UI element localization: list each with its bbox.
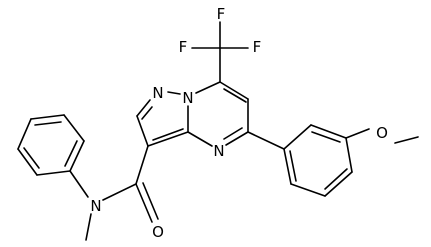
bond-ph-5 [63, 114, 85, 142]
bond-ar-5 [310, 124, 347, 139]
bond-carbonyl-o [135, 183, 153, 223]
bond-c7-c6-double [223, 88, 247, 103]
atom-label-n-amide: N [90, 197, 101, 215]
bond-ar-4 [345, 137, 353, 173]
atom-label-n-bridgehead: N [182, 89, 193, 107]
bond-n-methyl [85, 213, 92, 241]
atom-label-o-carbonyl: O [152, 223, 164, 241]
bond-ph-2 [17, 148, 38, 176]
bond-ph-2-double [23, 147, 40, 169]
bond-o-methyl [394, 136, 419, 144]
atom-label-f1: F [179, 38, 188, 56]
bond-ar-3 [324, 171, 353, 197]
bond-c3-carbonyl [135, 145, 149, 185]
bond-carbonyl-o-double [142, 182, 159, 220]
bond-ar-o [345, 128, 370, 139]
bond-ar-6 [283, 124, 312, 150]
bond-n1-c7 [195, 81, 221, 94]
atom-label-o-methoxy: O [376, 124, 388, 142]
bond-ph-1 [36, 170, 71, 176]
bond-n4-c3a [187, 131, 213, 147]
bond-n2-c2-double [141, 106, 153, 120]
bond-n1-n2 [167, 91, 181, 95]
bond-ar-1-double [289, 150, 297, 182]
atom-label-f2: F [253, 38, 262, 56]
bond-c7-c6 [219, 81, 249, 100]
bond-ph-4 [30, 114, 65, 120]
atom-label-n-pyrimidine: N [213, 142, 224, 160]
bond-ar-3-double [324, 168, 348, 190]
bond-c3-c3a [147, 131, 189, 147]
bond-n2-c2 [136, 99, 151, 117]
bond-layer [17, 21, 419, 241]
bond-ph-4-double [34, 121, 62, 126]
atom-label-n-pyrazole: N [152, 84, 163, 102]
atom-label-layer: F F F N N N N O O [90, 5, 388, 241]
bond-ar-1 [283, 148, 292, 185]
bond-c5-n4 [225, 131, 249, 146]
bond-c3-c3a-double [152, 128, 184, 141]
bond-carbonyl-n [102, 183, 137, 201]
bond-ph-6 [69, 140, 85, 172]
bond-c5-n4-double [223, 127, 243, 140]
bond-c2-c3 [136, 115, 149, 147]
bond-ph-6-double [64, 140, 78, 167]
atom-label-f3: F [217, 5, 226, 23]
bond-ar-5-double [311, 131, 341, 143]
bond-ar-2 [290, 183, 326, 197]
bond-c5-aryl [247, 131, 285, 150]
bond-n-phenyl [69, 170, 89, 198]
bond-ph-3 [17, 118, 32, 150]
